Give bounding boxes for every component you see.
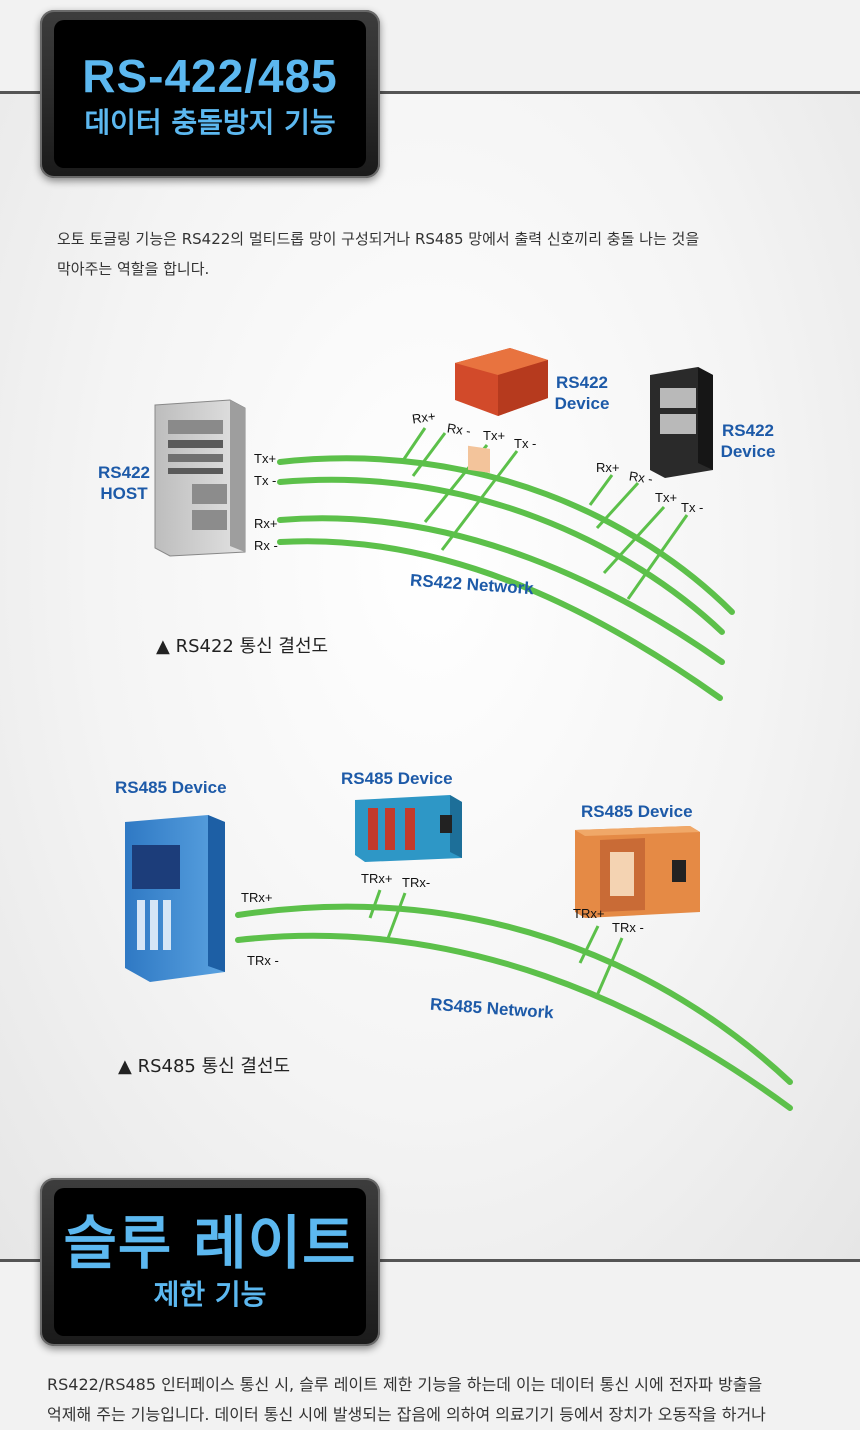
- badge-title: RS-422/485: [82, 50, 338, 102]
- badge-title: 슬루 레이트: [63, 1209, 357, 1277]
- rs422-device2-illustration: [650, 367, 713, 478]
- rs422-bus-wires: [277, 455, 735, 701]
- device2-signal-tx-minus: Tx -: [681, 500, 704, 515]
- description-line: 억제해 주는 기능입니다. 데이터 통신 시에 발생되는 잡음에 의하여 의료기…: [47, 1405, 766, 1424]
- rs485-device1-signal-trx-plus: TRx+: [241, 890, 273, 905]
- host-signal-rx-minus: Rx -: [254, 538, 278, 553]
- rs422-caption: ▲ RS422 통신 결선도: [156, 636, 329, 657]
- device1-signal-tx-minus: Tx -: [514, 436, 537, 451]
- rs422-device1-illustration: [455, 348, 548, 473]
- rs485-device1-label: RS485 Device: [115, 778, 227, 797]
- rs485-device2-label: RS485 Device: [341, 769, 453, 788]
- description-line: 오토 토글링 기능은 RS422의 멀티드롭 망이 구성되거나 RS485 망에…: [57, 230, 700, 248]
- badge-subtitle: 제한 기능: [153, 1278, 267, 1311]
- section-title-badge-slew-rate: 슬루 레이트 제한 기능: [40, 1178, 380, 1346]
- rs422-host-server-illustration: [154, 399, 246, 557]
- label-line: Device: [554, 394, 610, 413]
- content-background: [0, 92, 860, 1260]
- divider-line-top: [0, 91, 860, 94]
- divider-line-bottom: [0, 1259, 860, 1262]
- rs485-device3-illustration: [575, 826, 700, 918]
- label-line: RS422: [722, 421, 774, 440]
- rs485-caption: ▲ RS485 통신 결선도: [118, 1056, 291, 1077]
- rs485-device2-illustration: [355, 795, 462, 862]
- label-line: Device: [720, 442, 776, 461]
- collision-description: 오토 토글링 기능은 RS422의 멀티드롭 망이 구성되거나 RS485 망에…: [57, 224, 817, 284]
- rs422-host-label: RS422 HOST: [92, 462, 156, 504]
- description-line: RS422/RS485 인터페이스 통신 시, 슬루 레이트 제한 기능을 하는…: [47, 1375, 763, 1394]
- description-line: 막아주는 역할을 합니다.: [57, 260, 210, 278]
- rs485-device3-signal-trx-plus: TRx+: [573, 906, 605, 921]
- rs422-device1-label: RS422 Device: [550, 372, 614, 414]
- rs422-device2-label: RS422 Device: [716, 420, 780, 462]
- rs485-device3-label: RS485 Device: [581, 802, 693, 821]
- rs485-drop-wires: [368, 889, 624, 999]
- device1-signal-rx-minus: Rx -: [446, 420, 472, 439]
- rs485-device1-signal-trx-minus: TRx -: [247, 953, 279, 968]
- rs485-bus-wires: [235, 903, 793, 1111]
- rs485-device1-illustration: [125, 815, 225, 982]
- badge-screen: RS-422/485 데이터 충돌방지 기능: [54, 20, 366, 168]
- device2-signal-rx-plus: Rx+: [596, 460, 620, 475]
- device2-signal-tx-plus: Tx+: [655, 490, 678, 505]
- rs422-drop-wires: [400, 427, 689, 600]
- label-line: RS422: [556, 373, 608, 392]
- slew-rate-description: RS422/RS485 인터페이스 통신 시, 슬루 레이트 제한 기능을 하는…: [47, 1370, 847, 1430]
- device2-signal-rx-minus: Rx -: [628, 468, 654, 487]
- host-signal-tx-minus: Tx -: [254, 473, 277, 488]
- device1-signal-tx-plus: Tx+: [483, 428, 506, 443]
- badge-screen: 슬루 레이트 제한 기능: [54, 1188, 366, 1336]
- label-line: RS422: [98, 463, 150, 482]
- badge-subtitle: 데이터 충돌방지 기능: [84, 106, 336, 139]
- rs485-device2-signal-trx-minus: TRx-: [402, 875, 431, 890]
- rs485-device3-signal-trx-minus: TRx -: [612, 920, 644, 935]
- rs485-device2-signal-trx-plus: TRx+: [361, 871, 393, 886]
- host-signal-rx-plus: Rx+: [254, 516, 278, 531]
- label-line: HOST: [100, 484, 148, 503]
- section-title-badge-collision: RS-422/485 데이터 충돌방지 기능: [40, 10, 380, 178]
- host-signal-tx-plus: Tx+: [254, 451, 277, 466]
